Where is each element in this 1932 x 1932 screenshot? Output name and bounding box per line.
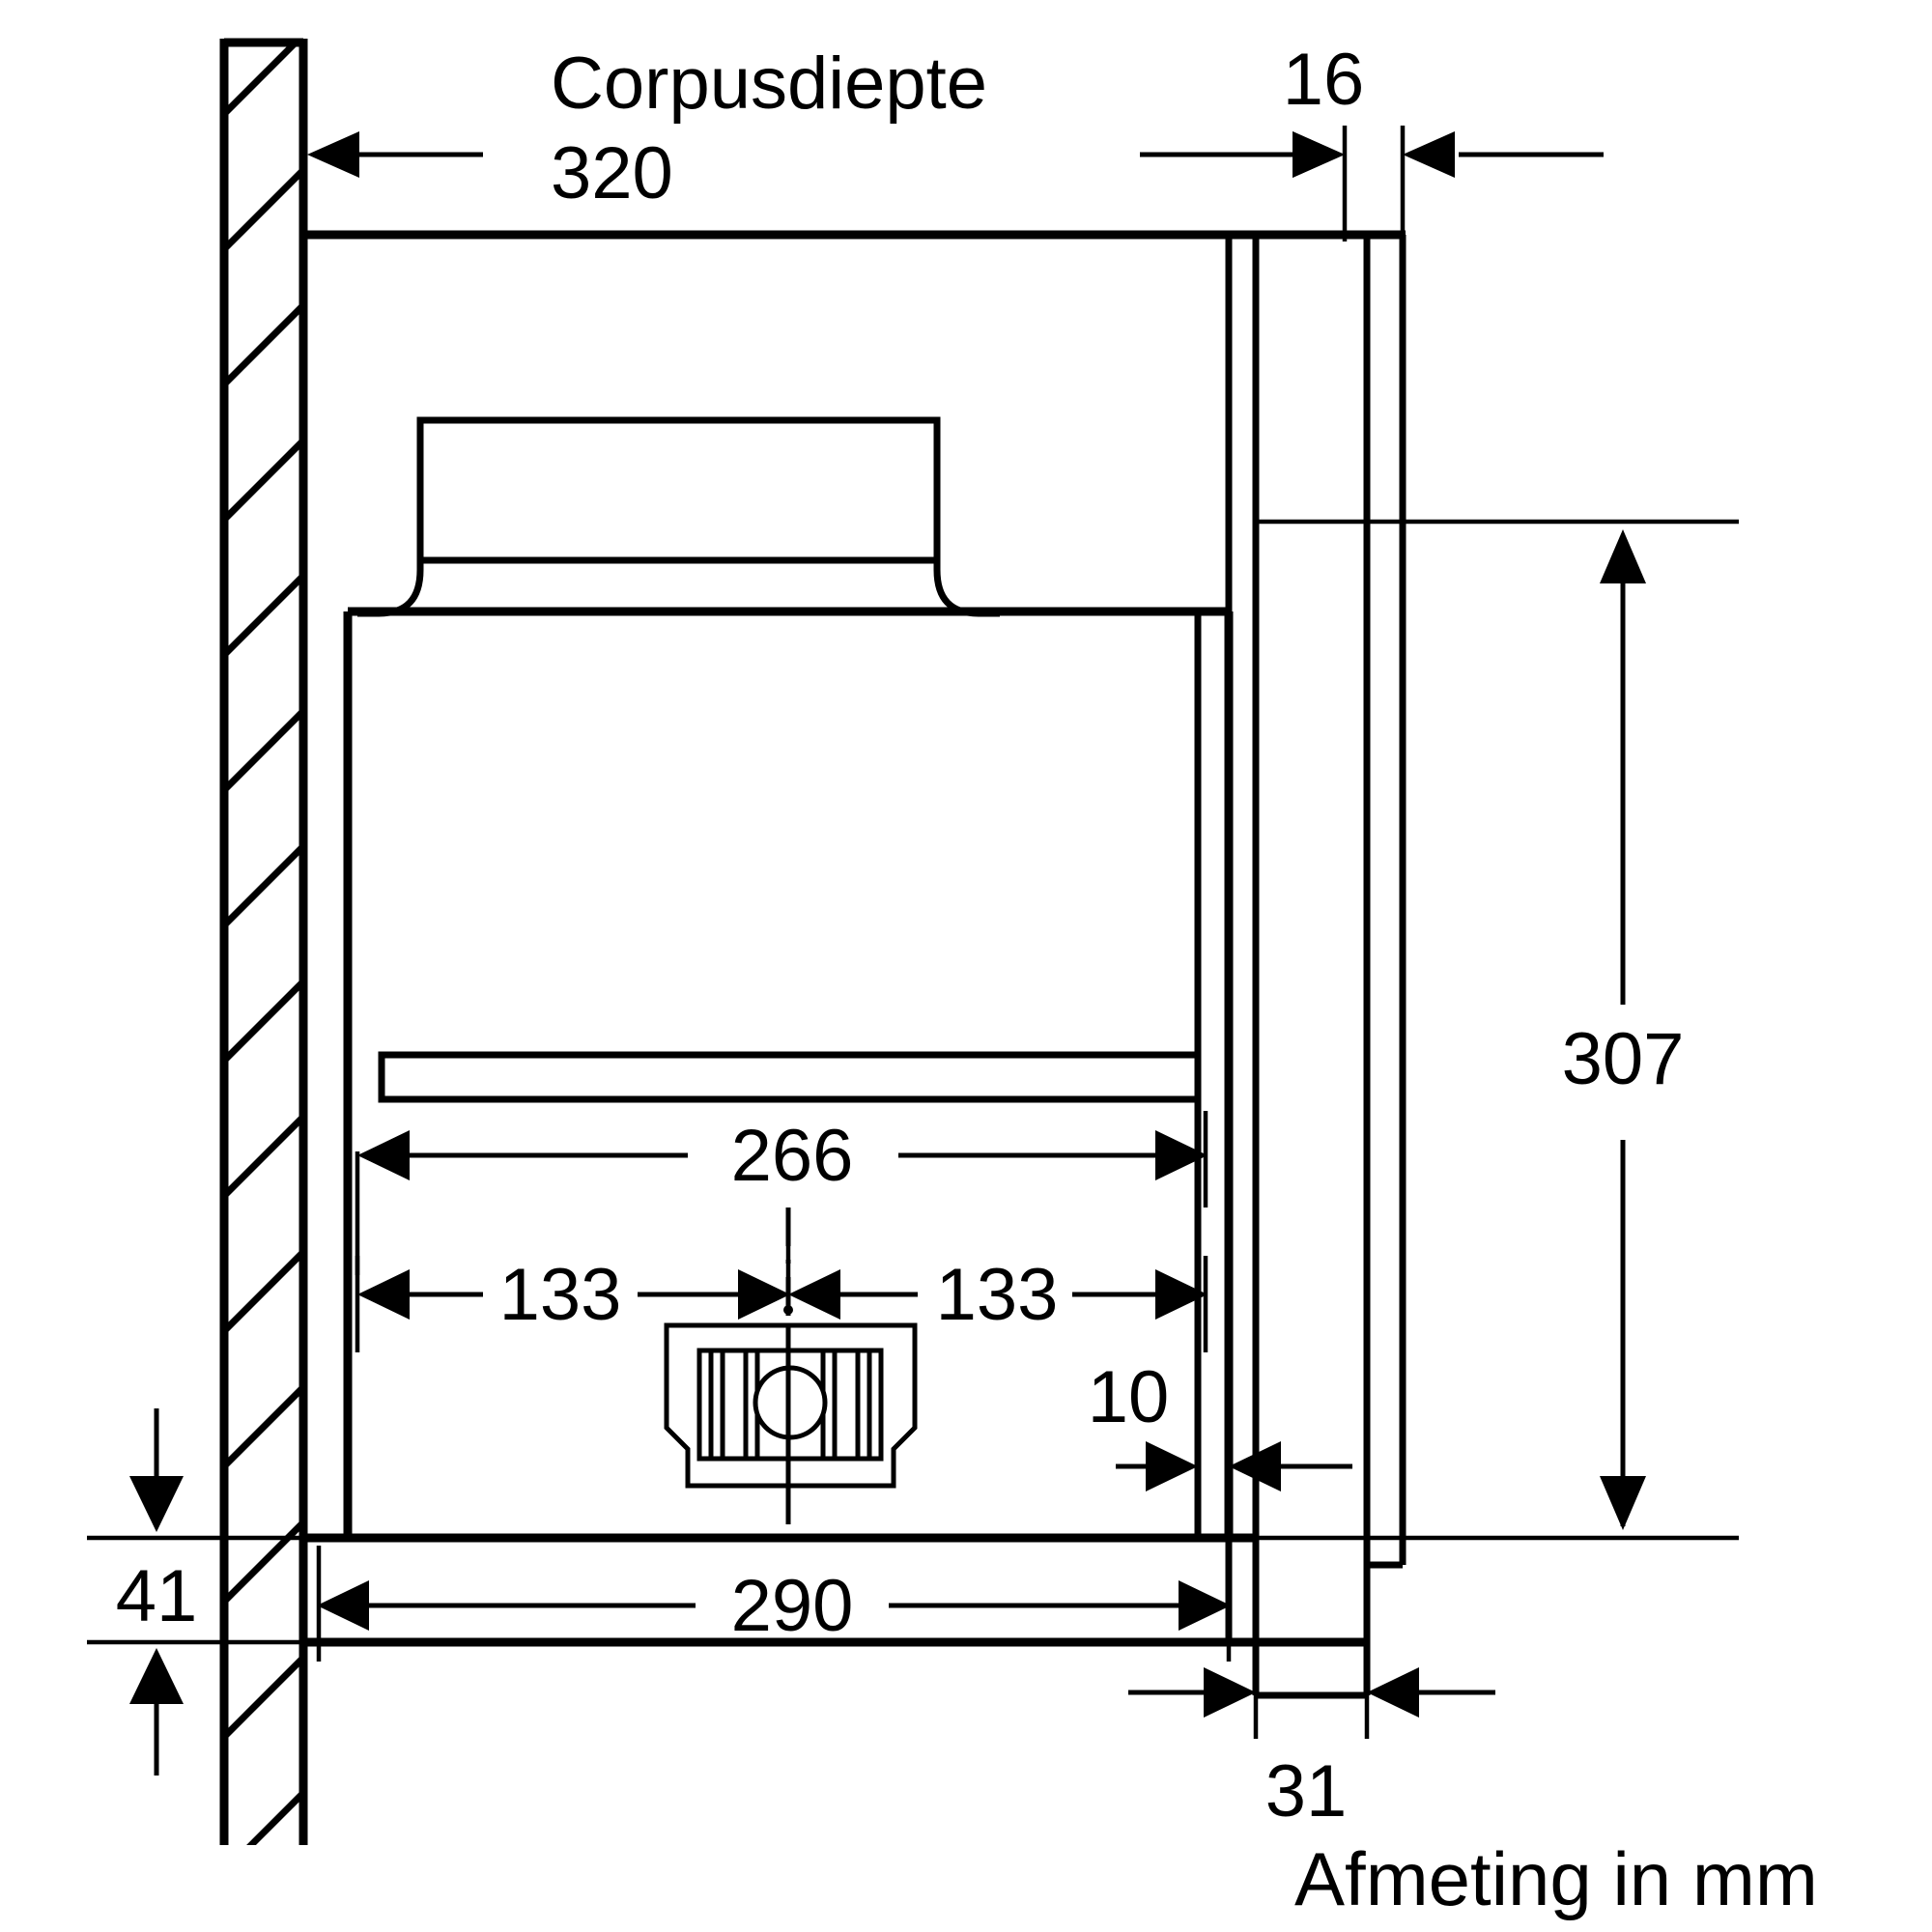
power-connector-symbol [664, 1322, 918, 1489]
units-note: Afmeting in mm [1294, 1836, 1818, 1921]
dimension-41-value: 41 [116, 1555, 198, 1637]
dimension-133-left-value: 133 [499, 1254, 622, 1336]
dimension-41 [87, 1408, 319, 1776]
dimension-16 [1145, 126, 1604, 242]
front-frame-rails [1225, 235, 1406, 1565]
dimension-266-value: 266 [731, 1115, 854, 1197]
dimension-31 [1128, 1667, 1495, 1739]
dimension-290 [316, 1546, 1232, 1662]
top-duct-box [357, 416, 1000, 617]
dimension-31-value: 31 [1265, 1750, 1348, 1833]
dimension-290-value: 290 [731, 1565, 854, 1647]
dimension-10 [1116, 1430, 1352, 1507]
hatched-wall [219, 38, 308, 1845]
dimension-corpusdiepte-value: 320 [551, 132, 673, 214]
dimension-corpusdiepte-label: Corpusdiepte [551, 43, 987, 125]
dimension-266 [355, 1111, 1208, 1275]
dimension-307 [1256, 519, 1739, 1541]
wall-hatching [220, 39, 307, 1845]
handle-grille [378, 1051, 1202, 1103]
dimension-16-value: 16 [1283, 39, 1365, 121]
dimension-307-value: 307 [1562, 1018, 1685, 1100]
dimension-133-left [355, 1256, 790, 1352]
dimension-10-value: 10 [1088, 1356, 1170, 1438]
dimension-133-right-value: 133 [936, 1254, 1059, 1336]
dimension-133-right [783, 1232, 1208, 1352]
